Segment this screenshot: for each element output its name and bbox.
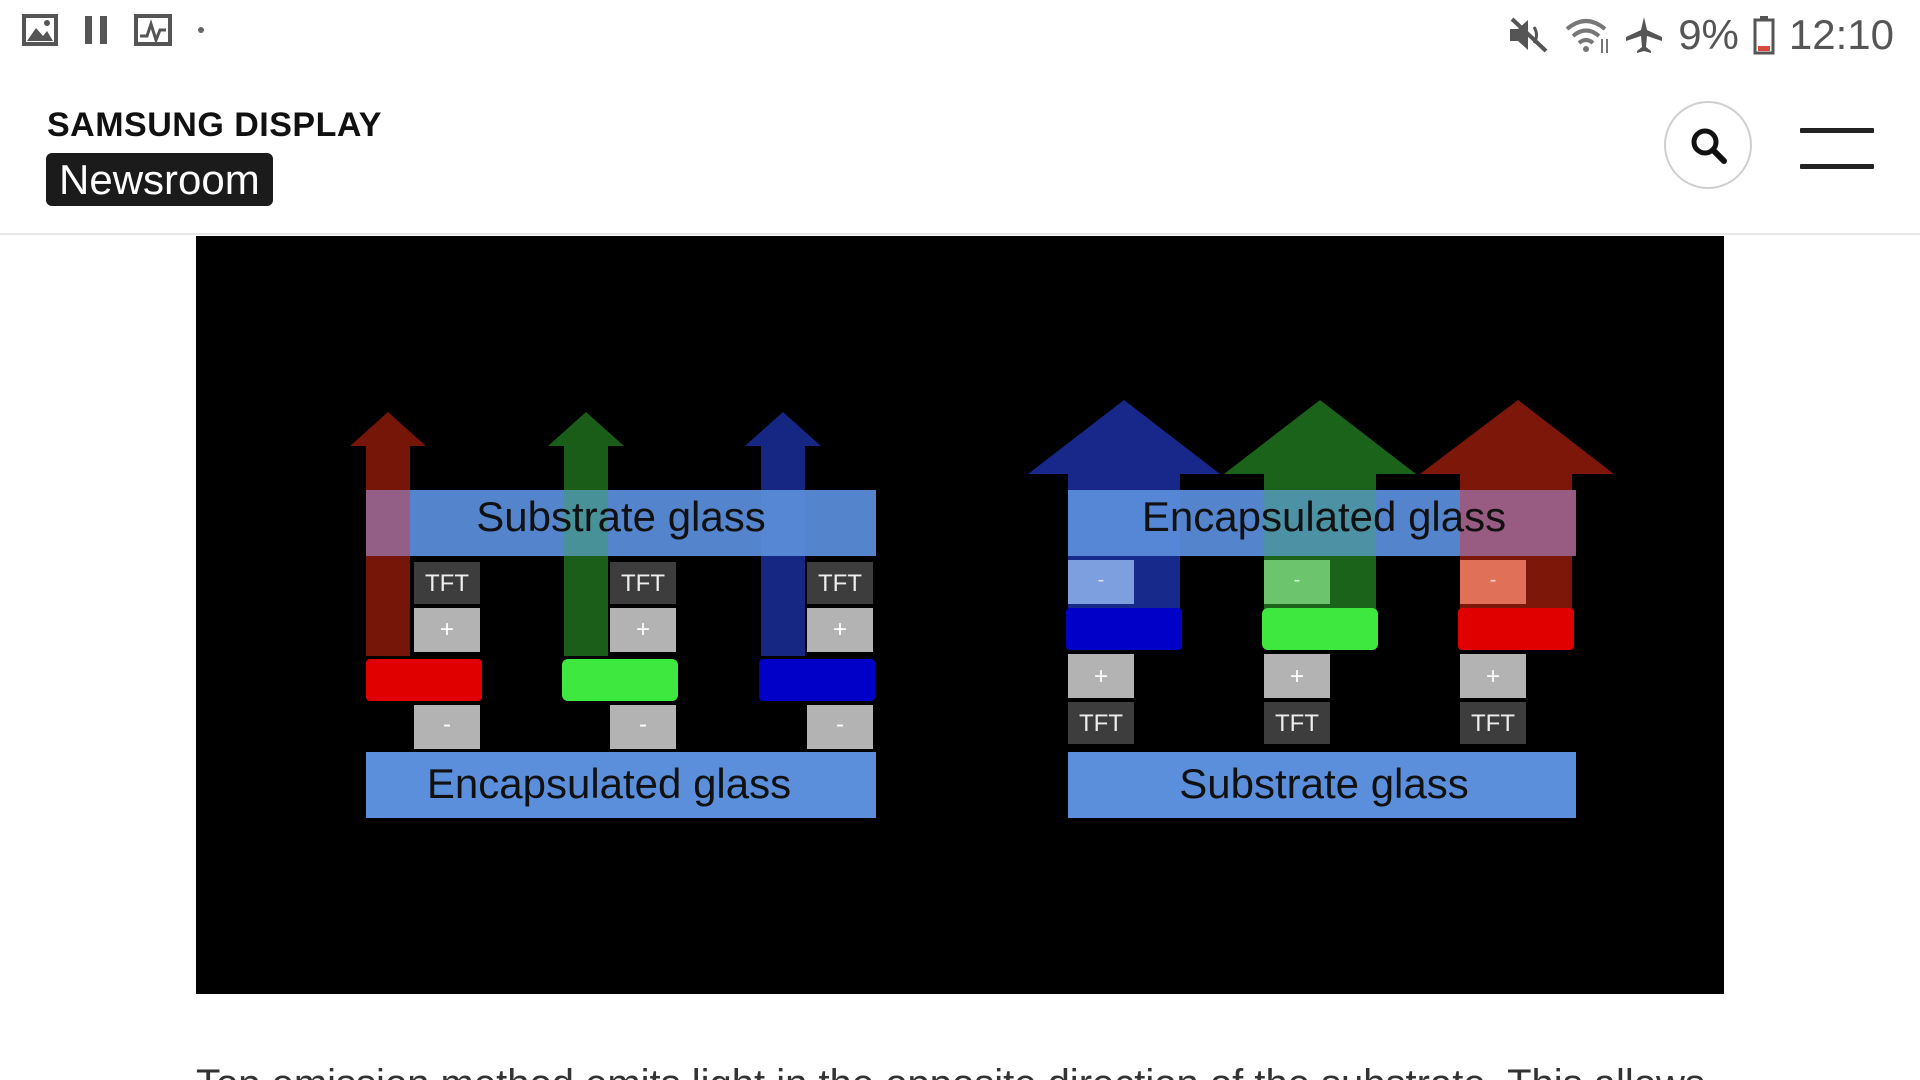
activity-icon	[134, 14, 172, 46]
oled-emission-figure: Substrate glass TFT + - TFT + -	[196, 236, 1724, 994]
svg-text:+: +	[1486, 663, 1500, 690]
search-button[interactable]	[1664, 101, 1752, 189]
svg-text:+: +	[1094, 663, 1108, 690]
svg-text:-: -	[836, 711, 844, 738]
status-bar-left	[22, 14, 204, 46]
svg-text:-: -	[1294, 569, 1301, 591]
right-tft-stack-green: - + TFT	[1262, 560, 1378, 744]
right-blue-pixel	[1066, 608, 1182, 650]
svg-text:+: +	[636, 616, 650, 643]
right-substrate-label: Substrate glass	[1179, 760, 1469, 807]
battery-percent: 9%	[1678, 11, 1739, 58]
svg-text:-: -	[1490, 569, 1497, 591]
right-red-pixel	[1458, 608, 1574, 650]
site-header: SAMSUNG DISPLAY Newsroom	[0, 70, 1920, 235]
right-diagram: Encapsulated glass - + TFT - + TFT	[1028, 400, 1614, 818]
airplane-icon	[1624, 15, 1664, 55]
status-bar: 9% 12:10	[0, 0, 1920, 70]
svg-text:+: +	[440, 616, 454, 643]
emission-diagram: Substrate glass TFT + - TFT + -	[350, 400, 1614, 818]
left-green-pixel	[562, 659, 678, 701]
right-substrate-glass	[1068, 752, 1576, 818]
svg-text:TFT: TFT	[818, 570, 862, 597]
mute-icon	[1508, 15, 1550, 55]
left-substrate-glass	[366, 490, 876, 556]
left-blue-pixel	[759, 659, 875, 701]
battery-icon	[1753, 15, 1775, 55]
pause-icon	[84, 14, 108, 46]
left-red-pixel	[366, 659, 482, 701]
wifi-icon	[1564, 15, 1610, 55]
left-tft-stack-red: TFT + -	[366, 562, 482, 749]
right-tft-stack-red: - + TFT	[1458, 560, 1574, 744]
hamburger-menu-button[interactable]	[1800, 128, 1874, 172]
svg-text:TFT: TFT	[1079, 710, 1123, 737]
article-paragraph: Top emission method emits light in the o…	[196, 1062, 1724, 1080]
left-substrate-label: Substrate glass	[476, 493, 766, 540]
left-diagram: Substrate glass TFT + - TFT + -	[350, 412, 876, 818]
svg-text:-: -	[1098, 569, 1105, 591]
clock: 12:10	[1788, 11, 1894, 58]
left-tft-stack-green: TFT + -	[562, 562, 678, 749]
svg-text:TFT: TFT	[1275, 710, 1319, 737]
svg-text:-: -	[443, 711, 451, 738]
right-tft-stack-blue: - + TFT	[1066, 560, 1182, 744]
brand-name[interactable]: SAMSUNG DISPLAY	[47, 106, 382, 144]
search-icon	[1691, 128, 1727, 164]
menu-line	[1800, 164, 1874, 169]
svg-text:+: +	[1290, 663, 1304, 690]
image-icon	[22, 14, 58, 46]
notification-dot	[198, 27, 204, 33]
svg-text:TFT: TFT	[1471, 710, 1515, 737]
svg-text:-: -	[639, 711, 647, 738]
menu-line	[1800, 128, 1874, 133]
left-encapsulated-glass	[366, 752, 876, 818]
newsroom-badge[interactable]: Newsroom	[46, 153, 273, 206]
right-green-pixel	[1262, 608, 1378, 650]
svg-text:TFT: TFT	[621, 570, 665, 597]
left-encapsulated-label: Encapsulated glass	[427, 760, 791, 807]
svg-text:TFT: TFT	[425, 570, 469, 597]
left-tft-stack-blue: TFT + -	[759, 562, 875, 749]
status-bar-right: 9% 12:10	[1508, 8, 1894, 62]
svg-text:+: +	[833, 616, 847, 643]
right-encapsulated-label: Encapsulated glass	[1142, 493, 1506, 540]
